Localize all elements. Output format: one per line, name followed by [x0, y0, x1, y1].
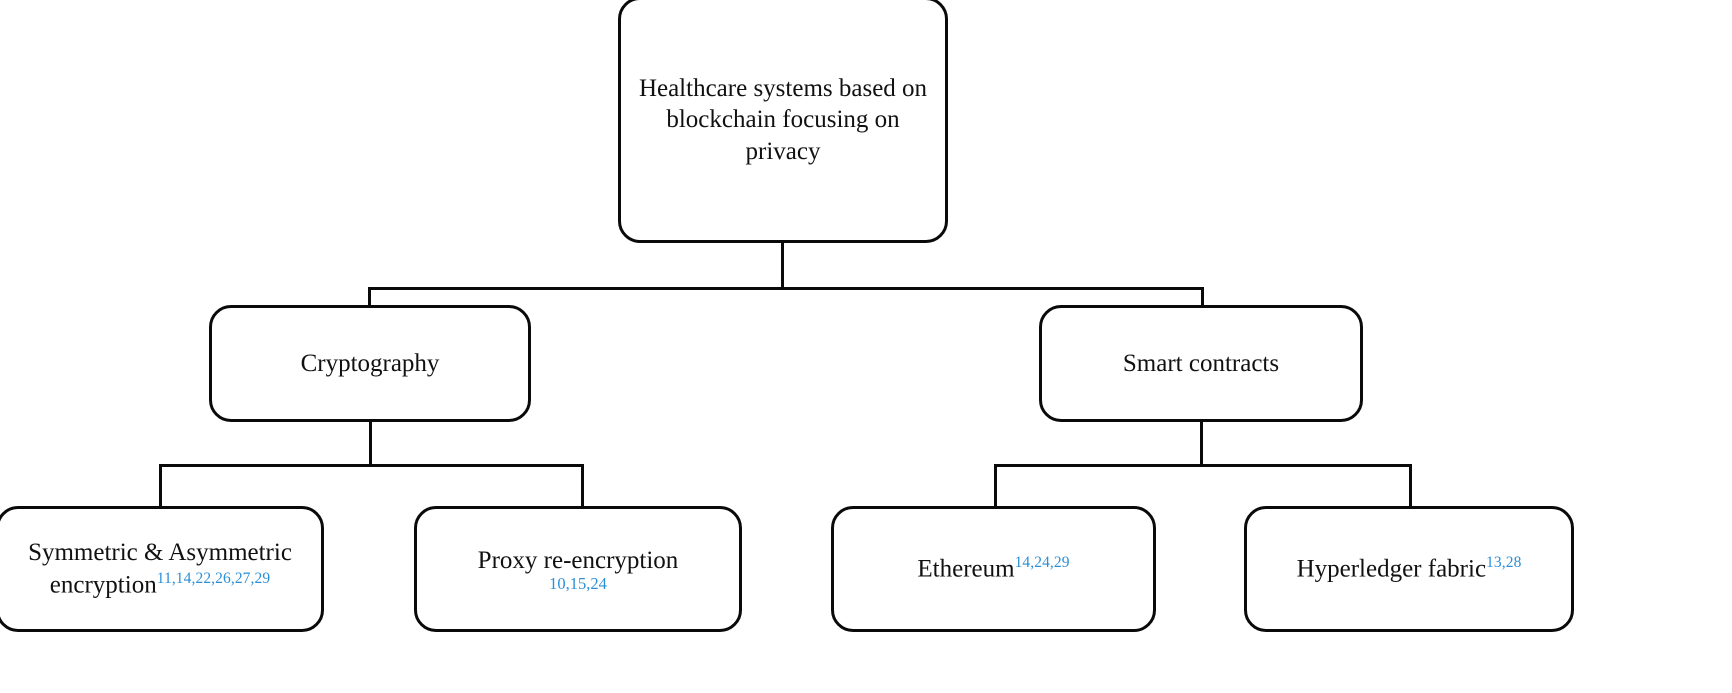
node-root[interactable]: Healthcare systems based on blockchain f…: [618, 0, 948, 243]
connector-to-proxy: [581, 464, 584, 509]
node-cryptography[interactable]: Cryptography: [209, 305, 531, 422]
node-ethereum[interactable]: Ethereum14,24,29: [831, 506, 1156, 632]
connector-smart-contracts-bus: [994, 464, 1412, 467]
node-smart-contracts[interactable]: Smart contracts: [1039, 305, 1363, 422]
node-hyperledger-citations: 13,28: [1486, 554, 1522, 572]
connector-smart-contracts-stem: [1200, 420, 1203, 466]
node-symmetric-asymmetric-text: Symmetric & Asymmetric encryption11,14,2…: [0, 537, 321, 600]
node-symmetric-asymmetric-citations: 11,14,22,26,27,29: [156, 569, 271, 587]
connector-root-stem: [781, 241, 784, 290]
node-ethereum-citations: 14,24,29: [1014, 554, 1070, 572]
connector-to-hyperledger: [1409, 464, 1412, 509]
node-ethereum-label: Ethereum: [917, 555, 1015, 583]
connector-to-cryptography: [368, 287, 371, 308]
node-proxy-label: Proxy re-encryption: [477, 547, 679, 575]
node-root-label: Healthcare systems based on blockchain f…: [638, 74, 928, 165]
connector-cryptography-bus: [159, 464, 584, 467]
connector-cryptography-stem: [369, 420, 372, 466]
connector-to-symmetric: [159, 464, 162, 509]
node-hyperledger-text: Hyperledger fabric13,28: [1287, 553, 1532, 585]
node-cryptography-label: Cryptography: [300, 349, 440, 377]
connector-to-ethereum: [994, 464, 997, 509]
node-hyperledger-label: Hyperledger fabric: [1296, 555, 1487, 583]
node-hyperledger-fabric[interactable]: Hyperledger fabric13,28: [1244, 506, 1574, 632]
connector-to-smart-contracts: [1201, 287, 1204, 308]
node-proxy-citations: 10,15,24: [549, 573, 607, 593]
connector-level1-bus: [368, 287, 1204, 290]
node-smart-contracts-label: Smart contracts: [1122, 349, 1280, 377]
node-ethereum-text: Ethereum14,24,29: [907, 553, 1079, 585]
node-symmetric-asymmetric-encryption[interactable]: Symmetric & Asymmetric encryption11,14,2…: [0, 506, 324, 632]
node-symmetric-asymmetric-label: Symmetric & Asymmetric encryption: [28, 539, 292, 599]
